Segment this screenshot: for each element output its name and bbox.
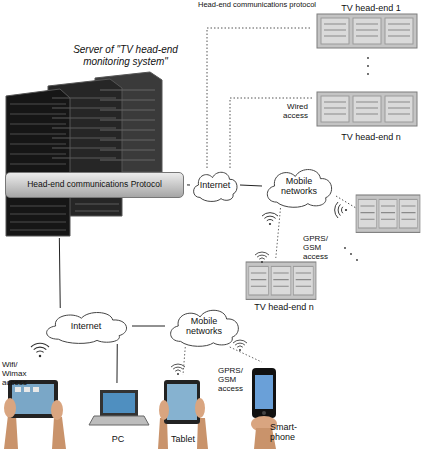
network-cloud: Mobile networks — [165, 305, 243, 347]
device-node: Smart- phone — [240, 362, 308, 448]
access-label: Wifi/ Wimax access — [2, 360, 36, 388]
wireless-symbol — [233, 340, 247, 351]
head-end-rack — [317, 14, 417, 48]
node-band-label: Head-end communications Protocol — [5, 172, 184, 198]
head-end-node: TV head-end 1 — [312, 2, 430, 52]
wireless-symbol — [262, 213, 278, 225]
wireless-symbol — [255, 252, 269, 263]
wireless-symbol — [335, 202, 347, 218]
access-label: GPRS/ GSM access — [218, 366, 250, 394]
network-cloud: Internet — [190, 168, 240, 202]
connector-line — [116, 344, 117, 383]
server-slots — [10, 104, 66, 230]
connector-line — [187, 184, 190, 185]
head-end-node: TV head-end n — [312, 88, 430, 148]
node-label: Internet — [190, 168, 240, 202]
connector-line — [276, 208, 281, 258]
server-illustration — [6, 72, 162, 236]
wireless-symbol — [31, 343, 49, 357]
node-label: Mobile networks — [262, 164, 336, 208]
network-cloud: Internet — [40, 308, 132, 344]
node-label: TV head-end n — [312, 132, 430, 142]
connector-line — [59, 238, 61, 308]
node-label: Smart- phone — [270, 422, 306, 443]
edge-label: Head-end communications protocol — [198, 1, 338, 10]
device-node: Tablet — [156, 375, 210, 446]
node-label: Server of "TV head-end monitoring system… — [58, 44, 193, 67]
server-tower — [6, 89, 70, 236]
connector-line — [230, 98, 312, 168]
head-end-rack — [317, 92, 417, 126]
node-label: TV head-end 1 — [312, 3, 430, 13]
server-node: Server of "TV head-end monitoring system… — [2, 40, 187, 238]
node-label: Internet — [40, 308, 132, 344]
continuation-dots — [344, 57, 369, 261]
connector-line — [230, 347, 262, 362]
connector-line — [240, 185, 262, 186]
node-label: TV head-end n — [243, 302, 325, 312]
laptop-illustration — [89, 390, 149, 425]
tablet-illustration — [4, 380, 66, 449]
head-end-node: TV head-end n — [243, 258, 325, 316]
connector-line — [183, 347, 185, 375]
server-slots — [100, 90, 155, 160]
device-node: PC — [92, 383, 144, 447]
edge-label: Wired access — [262, 102, 308, 120]
node-label: PC — [92, 434, 144, 444]
connector-line — [132, 326, 165, 327]
network-cloud: Mobile networks — [262, 164, 336, 208]
head-end-rack — [356, 195, 420, 232]
head-end-rack — [246, 262, 316, 299]
node-label: Tablet — [156, 434, 210, 444]
node-label: Mobile networks — [165, 305, 243, 347]
access-label: GPRS/ GSM access — [303, 234, 335, 262]
connector-line — [207, 28, 312, 168]
wireless-symbol — [171, 364, 185, 375]
